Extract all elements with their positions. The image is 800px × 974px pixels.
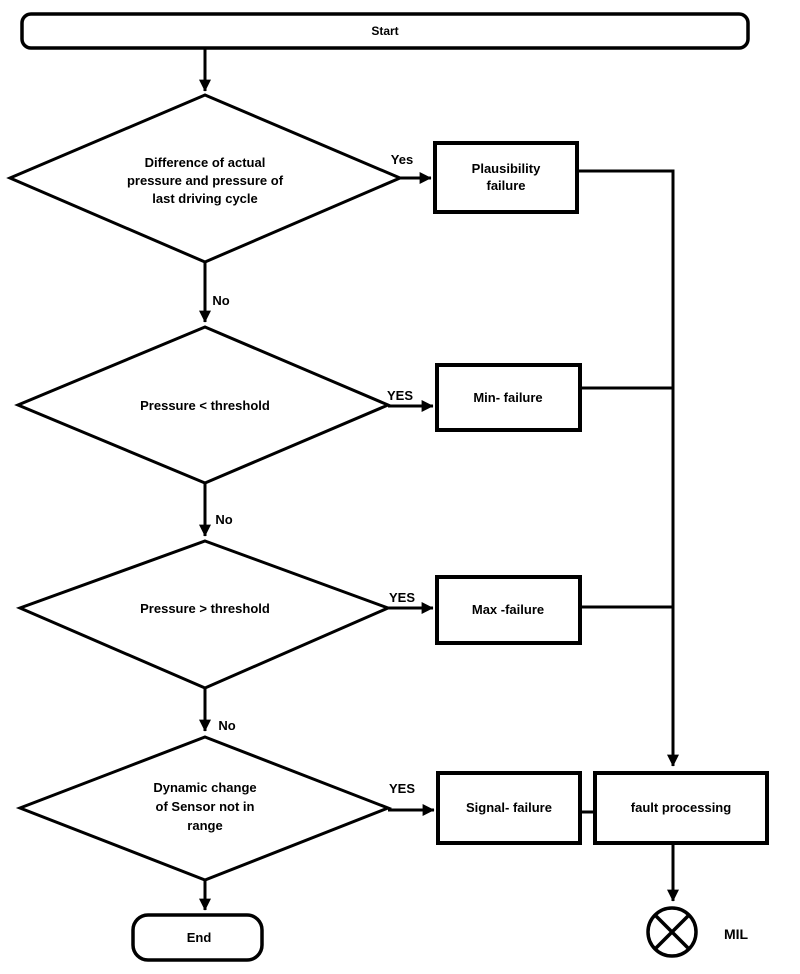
decision4-label-line2: of Sensor not in [156,799,255,814]
start-node-shape [20,12,750,50]
decision1-label-line2: pressure and pressure of [127,173,284,188]
decision4-shape [15,735,393,882]
end-node-label: End [187,930,212,945]
decision1-no-label: No [212,293,229,308]
process-node-plausibility-failure: Plausibility failure [433,141,579,214]
failure3-label: Max -failure [472,602,544,617]
decision1-label-line3: last driving cycle [152,191,258,206]
failure2-shape [435,363,582,432]
decision3-yes-label: YES [389,590,415,605]
decision2-label: Pressure < threshold [140,398,270,413]
decision2-shape [14,325,392,485]
decision1-shape [6,93,404,264]
end-node: End [131,913,264,962]
failure1-label-line2: failure [486,178,525,193]
mil-lamp-icon [646,906,698,958]
failure1-shape [433,141,579,214]
decision1-yes-label: Yes [391,152,413,167]
decision3-label: Pressure > threshold [140,601,270,616]
mil-label: MIL [724,926,749,942]
decision3-shape [15,539,393,690]
fault-processing-shape [593,771,769,845]
failure2-label: Min- failure [473,390,542,405]
decision-node-signal: Dynamic change of Sensor not in range [15,735,393,882]
process-node-min-failure: Min- failure [435,363,582,432]
failure4-label: Signal- failure [466,800,552,815]
decision3-no-label: No [218,718,235,733]
mil-cross-line2 [653,913,691,951]
process-node-fault-processing: fault processing [593,771,769,845]
bus-plausibility-to-fault-processing [577,169,679,767]
decision-node-min: Pressure < threshold [14,325,392,485]
end-node-shape [131,913,264,962]
process-node-signal-failure: Signal- failure [436,771,582,845]
decision-node-max: Pressure > threshold [15,539,393,690]
fault-processing-label: fault processing [631,800,731,815]
decision4-label-line1: Dynamic change [153,780,256,795]
decision-node-plausibility: Difference of actual pressure and pressu… [6,93,404,264]
mil-circle [646,906,698,958]
failure1-label-line1: Plausibility [472,161,541,176]
decision2-no-label: No [215,512,232,527]
decision4-label-line3: range [187,818,222,833]
decision4-yes-label: YES [389,781,415,796]
start-node-label: Start [371,24,398,38]
decision2-yes-label: YES [387,388,413,403]
process-node-max-failure: Max -failure [435,575,582,645]
failure4-shape [436,771,582,845]
failure3-shape [435,575,582,645]
decision1-label-line1: Difference of actual [145,155,266,170]
start-node: Start [20,12,750,50]
